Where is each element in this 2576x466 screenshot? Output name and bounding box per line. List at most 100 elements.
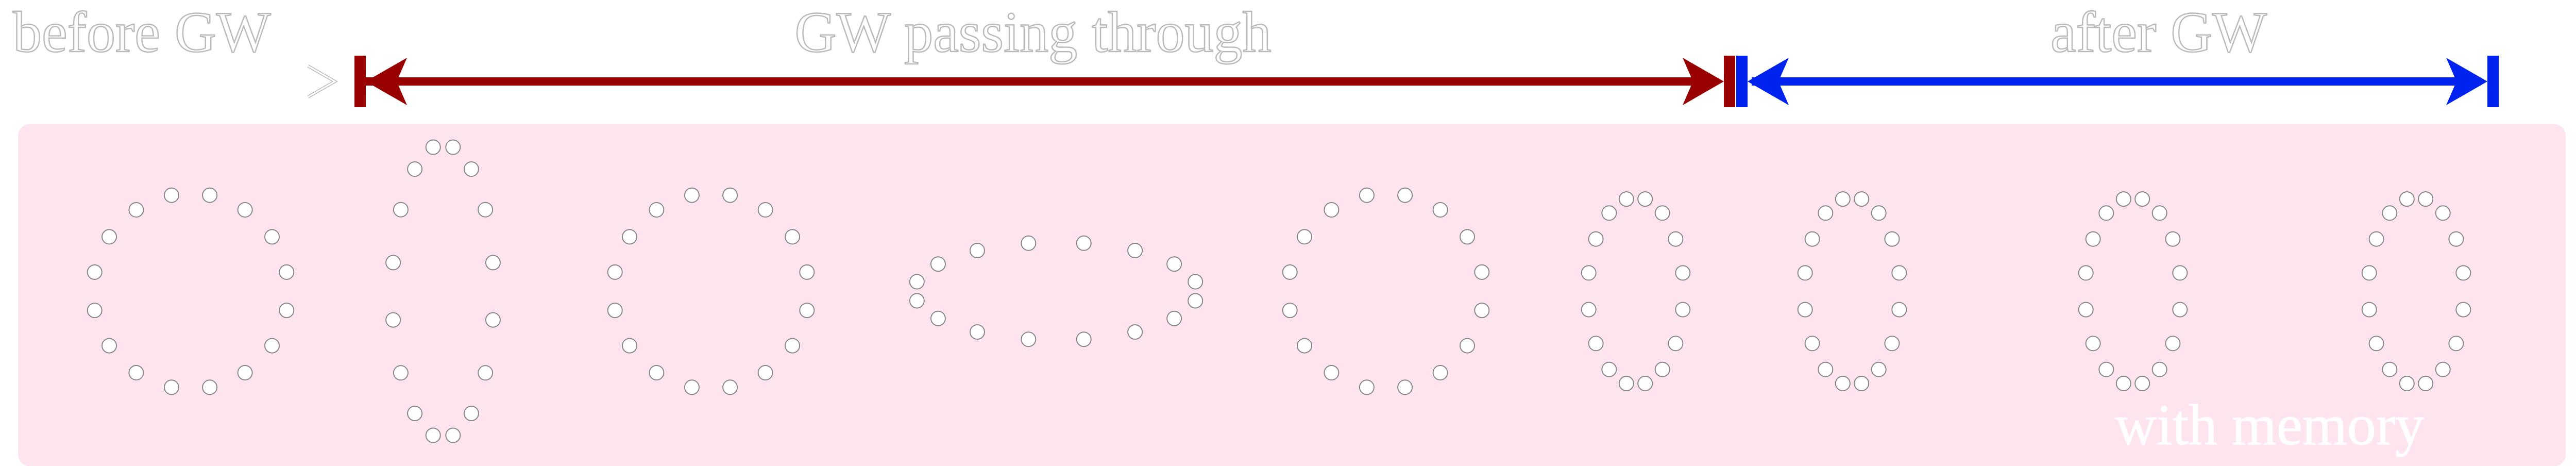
particle	[2368, 336, 2384, 352]
particle	[2078, 265, 2094, 281]
before-pointer	[307, 64, 338, 98]
particle	[2098, 361, 2114, 377]
particle	[1871, 361, 1887, 377]
particle	[2165, 336, 2181, 352]
particle	[1397, 379, 1413, 395]
particle	[2382, 361, 2398, 377]
particle	[1668, 336, 1684, 352]
particle	[1884, 231, 1900, 247]
particle	[930, 310, 946, 326]
particle	[1359, 187, 1375, 203]
particle	[478, 365, 494, 381]
particle	[1282, 264, 1298, 280]
particle	[1324, 202, 1340, 218]
particle	[1460, 229, 1475, 245]
particle	[1854, 191, 1870, 207]
particle	[1654, 361, 1670, 377]
particle	[622, 338, 637, 354]
after-arrow-left-head	[1748, 58, 1789, 105]
particle	[1127, 243, 1143, 258]
particle	[2435, 205, 2451, 221]
particle	[1618, 375, 1634, 391]
ring-3-circle	[607, 187, 815, 395]
particle	[1581, 302, 1597, 318]
particle	[101, 338, 117, 354]
particle	[2134, 191, 2150, 207]
particle	[445, 139, 461, 155]
particle	[385, 255, 401, 271]
particle	[2085, 231, 2101, 247]
ring-9-memory-ellipse	[2361, 191, 2471, 391]
particle	[1891, 302, 1907, 318]
particle	[684, 379, 700, 395]
label-gw-passing-through: GW passing through	[795, 1, 1272, 64]
particle	[1675, 265, 1691, 281]
label-before-gw: before GW	[13, 1, 271, 64]
passing-arrow-left-head	[366, 58, 407, 105]
particle	[385, 312, 401, 328]
ring-5-circle	[1282, 187, 1490, 395]
after-arrow	[1736, 56, 2499, 107]
particle	[1797, 302, 1813, 318]
particle	[2085, 336, 2101, 352]
particle	[279, 264, 295, 280]
particle	[649, 365, 665, 380]
particle	[279, 303, 295, 319]
particle	[1818, 205, 1834, 221]
particle	[1818, 361, 1834, 377]
particle	[87, 303, 103, 319]
particle	[463, 161, 479, 177]
particle	[237, 365, 253, 380]
particle	[2382, 205, 2398, 221]
particle	[799, 303, 815, 319]
particle	[2435, 361, 2451, 377]
particle	[163, 379, 179, 395]
particle	[237, 202, 253, 218]
label-with-memory: with memory	[2115, 393, 2424, 457]
ring-1-circle	[87, 187, 295, 395]
particle	[1359, 379, 1375, 395]
particle	[785, 338, 800, 354]
particle	[909, 274, 925, 290]
particle	[202, 379, 218, 395]
particle	[425, 139, 441, 155]
particle	[2134, 375, 2150, 391]
particle	[607, 303, 623, 319]
particle	[2455, 265, 2471, 281]
particle	[2151, 361, 2167, 377]
particle	[202, 187, 218, 203]
particle	[2172, 265, 2188, 281]
particle	[264, 229, 280, 245]
ring-2-vertical-stretch	[385, 139, 501, 443]
particle	[1637, 375, 1653, 391]
passing-arrow	[354, 56, 1735, 107]
particle	[87, 264, 103, 280]
particle	[722, 379, 738, 395]
after-arrow-end-bar	[2487, 56, 2499, 107]
particle	[485, 312, 501, 328]
particle	[1460, 338, 1475, 354]
particle	[1076, 331, 1092, 347]
particle	[1297, 338, 1312, 354]
particle	[1581, 265, 1597, 281]
particle	[2448, 336, 2464, 352]
particle	[1021, 235, 1037, 251]
particle	[2361, 302, 2377, 318]
particle	[485, 255, 501, 271]
particle	[1021, 331, 1037, 347]
particle	[1654, 205, 1670, 221]
particle	[1297, 229, 1312, 245]
particle	[2115, 375, 2131, 391]
particle	[909, 293, 925, 309]
particle	[969, 324, 985, 340]
after-arrow-right-head	[2446, 58, 2487, 105]
passing-arrow-start-bar	[354, 56, 366, 107]
particle	[1618, 191, 1634, 207]
particle	[607, 264, 623, 280]
particle	[2418, 191, 2434, 207]
after-arrow-start-bar	[1736, 56, 1748, 107]
particle	[622, 229, 637, 245]
particle	[2361, 265, 2377, 281]
ring-7-memory-ellipse	[1797, 191, 1907, 391]
particle	[425, 427, 441, 443]
